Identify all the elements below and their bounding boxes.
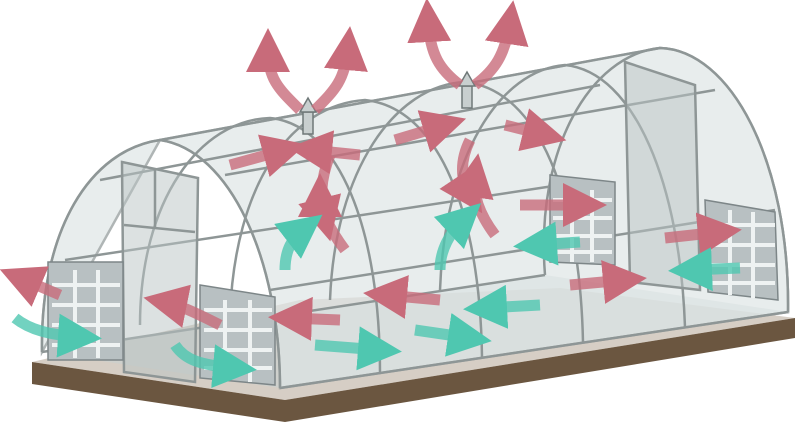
warm-air-arrow-internal: [664, 212, 742, 257]
warm-air-arrow-out: [0, 266, 63, 307]
cool-air-arrow-floor: [414, 313, 492, 357]
warm-air-arrow-internal: [288, 130, 361, 175]
roof-vents: [298, 70, 477, 135]
cool-air-arrow-up: [433, 202, 482, 271]
cool-air-arrows: [11, 202, 741, 389]
vent-panel-back-left: [549, 174, 616, 266]
vent-panel-back-right: [704, 199, 779, 301]
warm-air-arrow-internal: [363, 275, 441, 319]
warm-air-arrow-internal: [393, 110, 467, 153]
warm-air-arrow-internal: [268, 296, 341, 341]
cool-air-arrow-in: [170, 341, 257, 389]
front-door: [120, 160, 200, 384]
cool-air-arrow-side: [513, 221, 581, 266]
cool-air-arrow-floor: [463, 284, 541, 329]
roof-vent-1: [298, 96, 318, 135]
warm-air-arrow-internal: [503, 108, 567, 152]
back-door: [623, 60, 702, 292]
warm-air-arrow-exhaust: [471, 0, 529, 90]
cool-air-arrow-in: [11, 313, 102, 358]
roof-vent-2: [457, 70, 477, 109]
cool-air-arrow-side: [668, 247, 741, 292]
cool-air-arrow-up: [274, 214, 323, 271]
warm-air-arrow-internal: [143, 284, 223, 330]
cool-air-arrow-floor: [314, 326, 402, 371]
warm-air-arrow-exhaust: [311, 26, 368, 114]
warm-air-arrow-exhaust: [246, 28, 304, 114]
vent-panel-front-left: [47, 261, 124, 361]
warm-air-arrow-exhaust: [407, 0, 464, 90]
warm-air-arrow-internal: [569, 260, 647, 304]
warm-air-arrow-internal: [228, 134, 307, 178]
warm-air-arrow-internal: [298, 173, 350, 254]
